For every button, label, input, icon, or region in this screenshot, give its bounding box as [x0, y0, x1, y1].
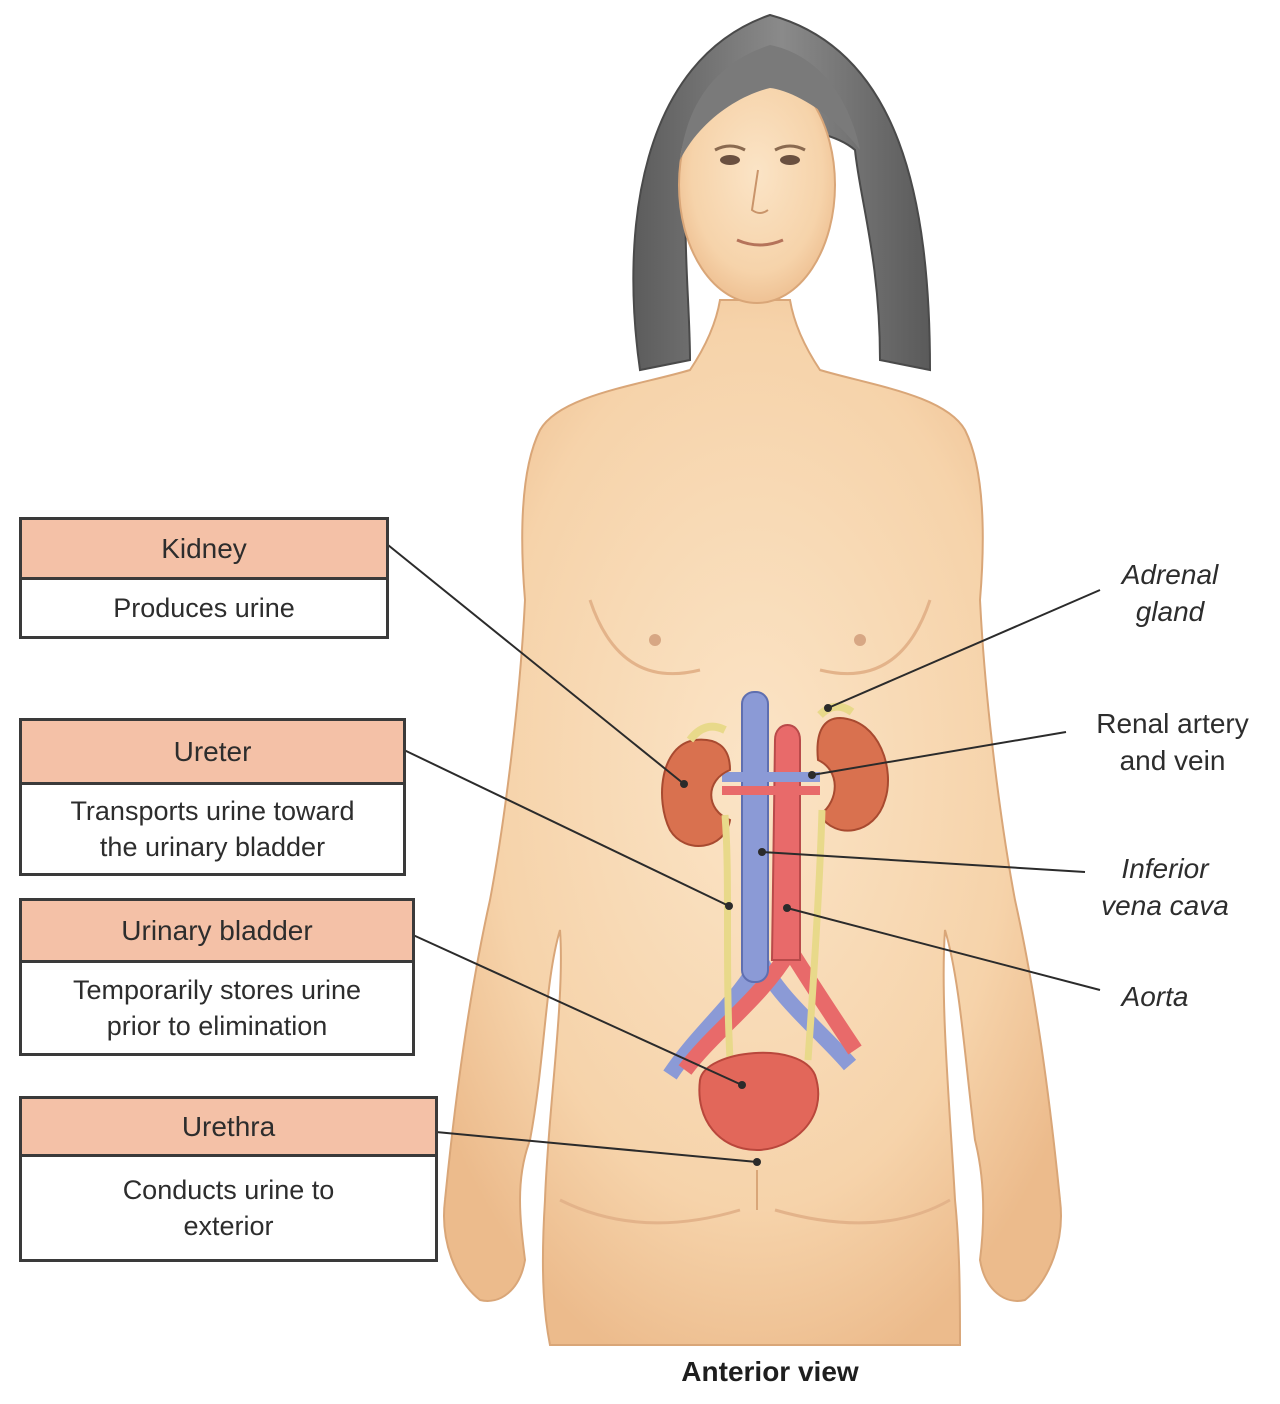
aorta-label: Aorta — [1095, 978, 1215, 1015]
view-caption: Anterior view — [681, 1356, 859, 1387]
ureter-desc-line1: Transports urine toward — [70, 796, 355, 826]
leader-aorta — [786, 907, 1101, 991]
inferior-vena-cava-label: Inferior vena cava — [1085, 850, 1245, 924]
ivc-label-line1: Inferior — [1121, 853, 1209, 884]
leader-kidney — [387, 544, 685, 785]
bladder-desc-line2: prior to elimination — [106, 1011, 328, 1041]
leader-urethra — [435, 1131, 758, 1163]
renal-artery-vein-label: Renal artery and vein — [1070, 705, 1275, 779]
renal-label-line2: and vein — [1119, 745, 1226, 776]
urethra-desc-line1: Conducts urine to — [122, 1175, 335, 1205]
ureter-desc-line2: the urinary bladder — [99, 832, 326, 862]
kidney-box-description: Produces urine — [22, 580, 386, 636]
bladder-desc-line1: Temporarily stores urine — [72, 975, 362, 1005]
leader-renal — [811, 731, 1067, 776]
urethra-box-title: Urethra — [22, 1099, 435, 1157]
leader-ivc — [761, 851, 1086, 873]
bladder — [698, 1051, 820, 1152]
adrenal-label-line1: Adrenal — [1121, 559, 1219, 590]
urethra-box: Urethra Conducts urine to exterior — [19, 1096, 438, 1262]
urethra-desc-line2: exterior — [183, 1211, 274, 1241]
leader-adrenal — [827, 589, 1101, 709]
bladder-box-description: Temporarily stores urine prior to elimin… — [22, 963, 412, 1053]
urethra-box-description: Conducts urine to exterior — [22, 1157, 435, 1259]
adrenal-gland-label: Adrenal gland — [1090, 556, 1250, 630]
right-ureter — [804, 809, 826, 1061]
ureter-box-title: Ureter — [22, 721, 403, 785]
renal-label-line1: Renal artery — [1096, 708, 1249, 739]
leader-ureter — [403, 749, 730, 907]
aorta — [770, 724, 801, 961]
kidney-desc-line1: Produces urine — [113, 593, 295, 623]
ivc-label-line2: vena cava — [1101, 890, 1229, 921]
adrenal-label-line2: gland — [1135, 596, 1205, 627]
leader-bladder — [412, 934, 743, 1086]
kidney-box: Kidney Produces urine — [19, 517, 389, 639]
ureter-box-description: Transports urine toward the urinary blad… — [22, 785, 403, 873]
kidney-box-title: Kidney — [22, 520, 386, 580]
ureter-box: Ureter Transports urine toward the urina… — [19, 718, 406, 876]
bladder-box: Urinary bladder Temporarily stores urine… — [19, 898, 415, 1056]
right-kidney — [816, 716, 889, 832]
aorta-label-line1: Aorta — [1121, 981, 1189, 1012]
bladder-box-title: Urinary bladder — [22, 901, 412, 963]
vena-cava — [741, 691, 769, 983]
left-ureter — [721, 814, 734, 1061]
